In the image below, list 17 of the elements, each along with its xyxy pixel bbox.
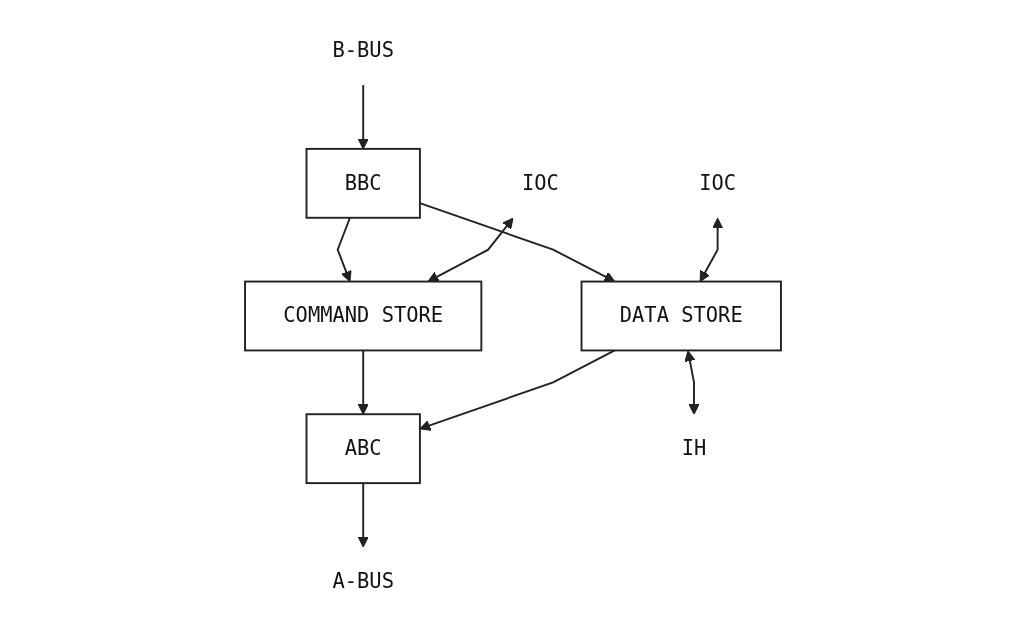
node-text: B-BUS [332, 37, 394, 63]
arrow [684, 350, 700, 415]
node-text: IOC [521, 170, 559, 195]
arrow [699, 217, 724, 283]
node-box: COMMAND STORE [244, 280, 483, 352]
node-box: BBC [305, 147, 421, 219]
node-box: ABC [305, 413, 421, 485]
arrow [357, 84, 369, 150]
node-text: A-BUS [332, 568, 394, 593]
node-text: IOC [699, 170, 737, 195]
arrow [419, 349, 616, 431]
node-box: DATA STORE [580, 280, 782, 352]
arrow [427, 217, 514, 283]
node-text: IH [681, 435, 707, 461]
arrow [336, 216, 352, 283]
arrow [357, 349, 369, 415]
arrow [357, 482, 369, 548]
